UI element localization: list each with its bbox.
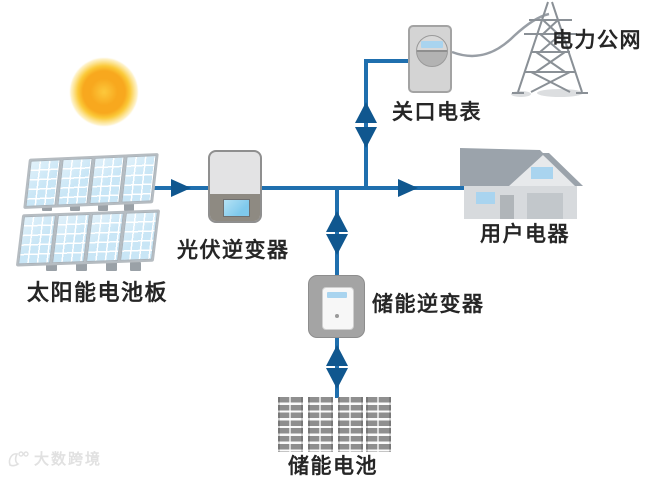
- solar-module: [89, 156, 125, 205]
- meter-display: [421, 41, 443, 48]
- solar-panel-row: [15, 209, 161, 267]
- storage-inverter-unit: [322, 287, 354, 330]
- pv-inverter-icon: [208, 150, 262, 223]
- gateway-meter-icon: [408, 25, 452, 93]
- panel-foot: [98, 203, 108, 211]
- watermark-logo-icon: [8, 450, 29, 466]
- label-house: 用户电器: [480, 223, 570, 246]
- flow-arrow-icons: [171, 102, 418, 389]
- solar-module: [52, 213, 90, 264]
- pv-inverter-panel: [210, 194, 260, 221]
- storage-inverter-button: [335, 314, 339, 318]
- panel-foot: [130, 262, 141, 271]
- panel-foot: [106, 262, 117, 271]
- label-solar-panel: 太阳能电池板: [27, 280, 169, 305]
- solar-module: [18, 215, 56, 265]
- watermark: 大数跨境: [6, 448, 102, 469]
- pv-inverter-screen: [223, 199, 250, 217]
- solar-module: [86, 212, 124, 263]
- panel-foot: [124, 203, 134, 211]
- battery-rack: [338, 397, 363, 452]
- storage-inverter-icon: [308, 275, 365, 338]
- solar-module: [121, 155, 157, 203]
- panel-foot: [46, 262, 57, 271]
- solar-module: [120, 211, 158, 261]
- sun-icon: [70, 58, 138, 126]
- meter-dial: [416, 35, 448, 67]
- grid-wire: [451, 12, 550, 58]
- solar-module: [57, 157, 93, 206]
- house-icon: [460, 148, 583, 219]
- solar-panel-row: [23, 153, 159, 209]
- battery-rack: [308, 397, 333, 452]
- storage-inverter-screen: [327, 292, 347, 298]
- solar-module: [25, 159, 61, 207]
- panel-foot: [76, 262, 87, 271]
- watermark-text: 大数跨境: [34, 451, 103, 468]
- label-power-grid: 电力公网: [552, 29, 642, 52]
- battery-rack: [366, 397, 391, 452]
- transmission-tower-icon: [511, 1, 588, 97]
- panel-foot: [70, 203, 80, 211]
- label-storage-inverter: 储能逆变器: [372, 293, 485, 316]
- battery-rack: [278, 397, 303, 452]
- label-gateway-meter: 关口电表: [392, 101, 482, 124]
- label-battery: 储能电池: [288, 455, 378, 478]
- label-pv-inverter: 光伏逆变器: [177, 239, 290, 262]
